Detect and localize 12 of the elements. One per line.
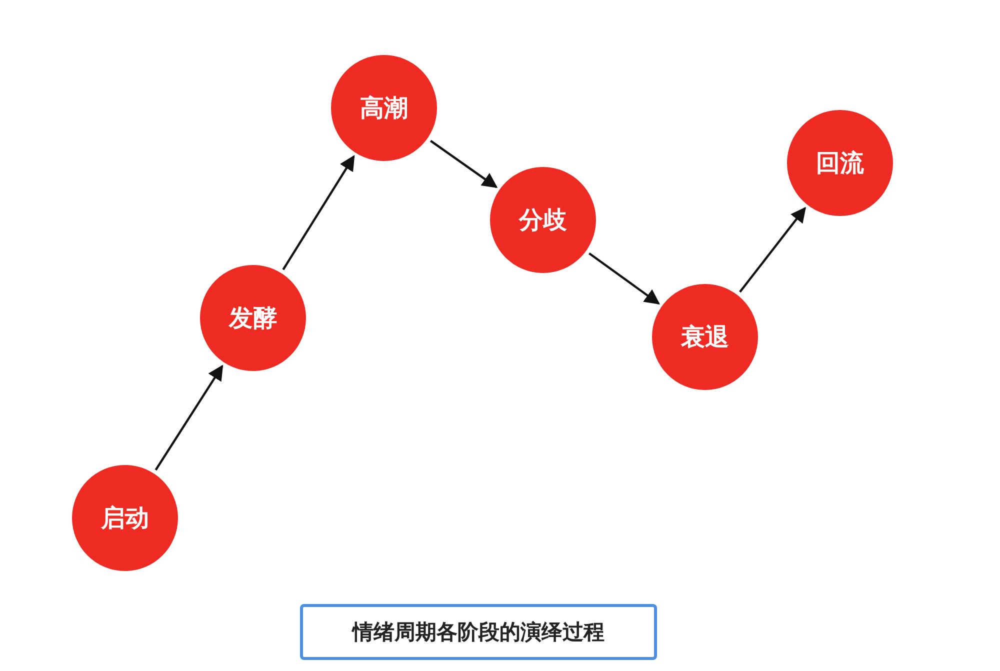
stage-circle: 启动 [72, 465, 178, 571]
arrow [739, 206, 806, 293]
caption-box: 情绪周期各阶段的演绎过程 [300, 604, 657, 660]
stage-circle: 衰退 [652, 284, 758, 390]
stage-circle: 发酵 [200, 265, 306, 371]
stage-circle: 分歧 [490, 167, 596, 273]
arrow [282, 155, 355, 270]
arrow [430, 140, 498, 188]
arrow [588, 252, 660, 305]
stage-circle: 回流 [787, 110, 893, 216]
stage-circle: 高潮 [331, 55, 437, 161]
arrow [154, 364, 224, 471]
